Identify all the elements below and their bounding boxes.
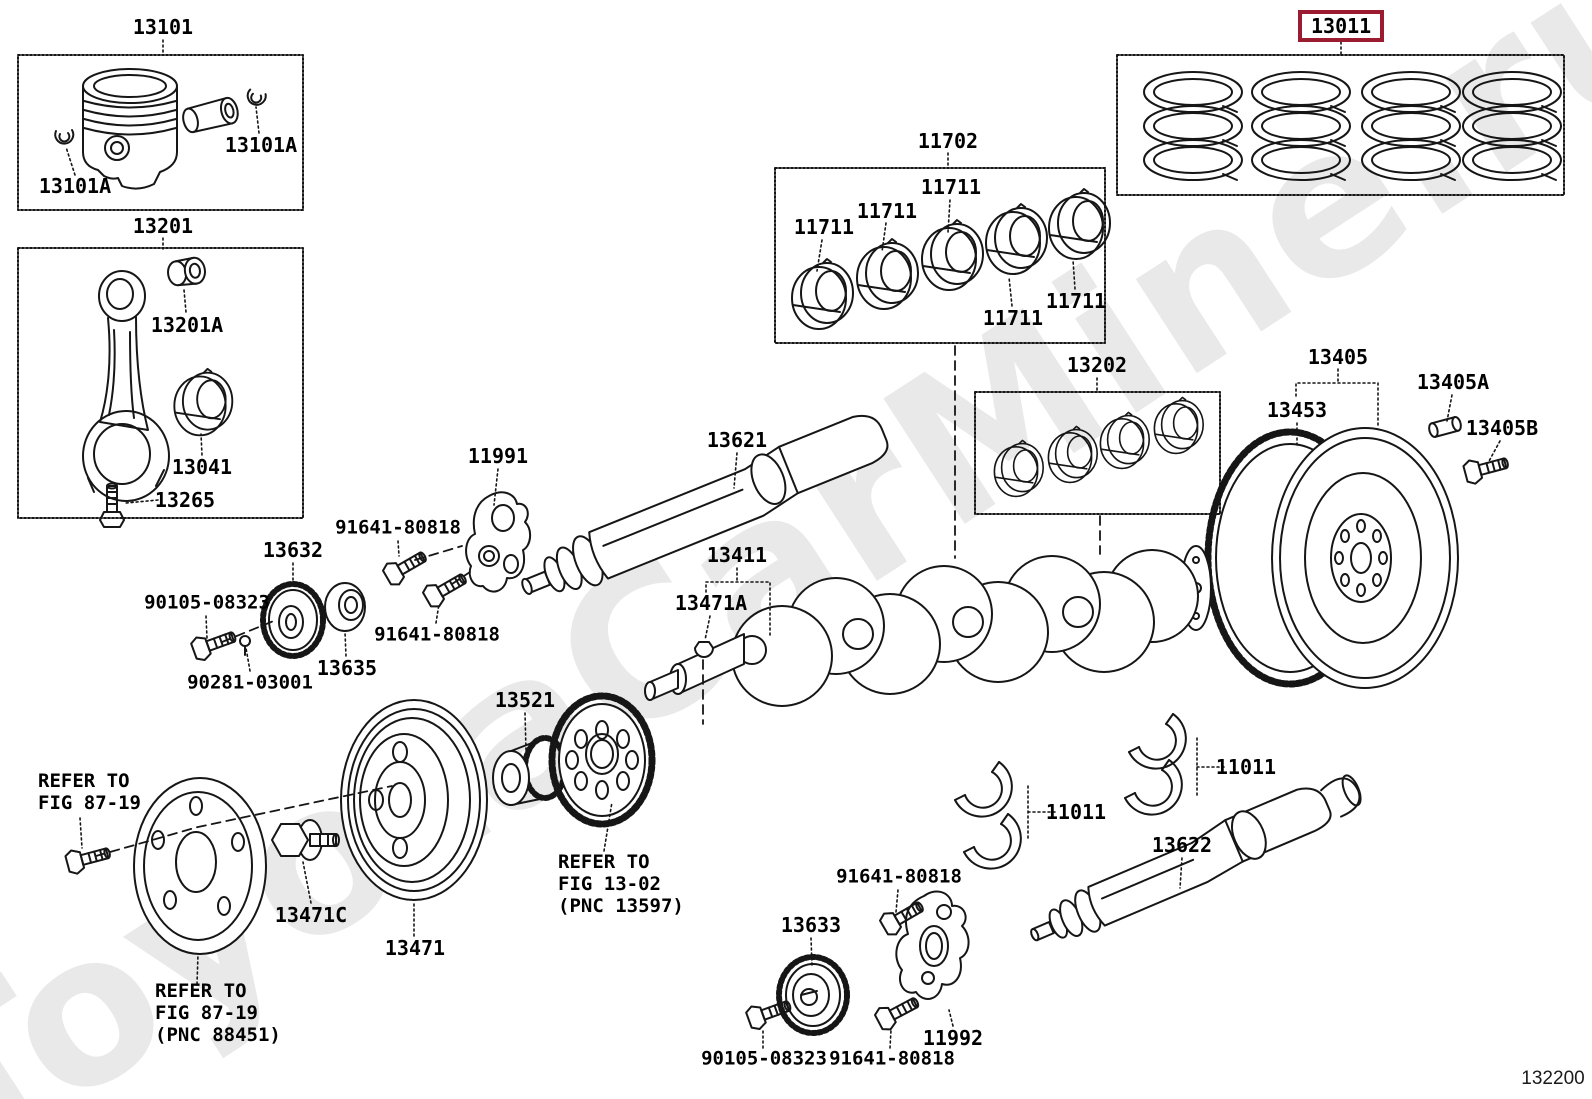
part-label-90105-08323-1: 90105-08323: [144, 591, 270, 614]
part-label-90281-03001: 90281-03001: [187, 671, 313, 694]
crank-pulley-art: [340, 699, 488, 901]
box-rod-bearings: [974, 391, 1221, 515]
part-label-13101a-right: 13101A: [224, 133, 298, 157]
part-label-11711-1: 11711: [793, 215, 855, 239]
figure-number: 132200: [1521, 1068, 1585, 1089]
part-label-91641-80818-3: 91641-80818: [836, 865, 962, 888]
rod-bushing-art: [167, 256, 206, 287]
part-label-13635: 13635: [316, 656, 378, 680]
woodruff-key-art: [694, 641, 714, 658]
part-label-13521: 13521: [494, 688, 556, 712]
piston-art: [82, 68, 178, 190]
part-label-13405b: 13405B: [1465, 416, 1539, 440]
part-label-91641-80818-2: 91641-80818: [374, 623, 500, 646]
timing-gear-art: [492, 735, 568, 806]
crankshaft-art: [644, 545, 1212, 707]
part-label-11711-2: 11711: [856, 199, 918, 223]
part-label-13621: 13621: [706, 428, 768, 452]
box-piston-kit: [17, 54, 304, 211]
box-connecting-rod-kit: [17, 247, 304, 519]
part-label-13471: 13471: [384, 936, 446, 960]
pulley-bolt-art: [271, 819, 340, 861]
part-label-11711-5: 11711: [1045, 289, 1107, 313]
box-main-bearings: [774, 167, 1106, 344]
part-label-90105-08323-2: 90105-08323: [701, 1047, 827, 1070]
part-label-13201a: 13201A: [150, 313, 224, 337]
sprocket-art: [548, 692, 656, 828]
note-refer-fig-87-19: REFER TO FIG 87-19: [38, 770, 141, 814]
part-label-13405: 13405: [1307, 345, 1369, 369]
box-piston-rings: [1116, 54, 1565, 196]
part-label-13633: 13633: [780, 913, 842, 937]
part-label-13622: 13622: [1151, 833, 1213, 857]
aux-pulley-art: [133, 777, 267, 955]
part-label-13471c: 13471C: [274, 903, 348, 927]
part-label-13101: 13101: [132, 15, 194, 39]
drive-gear-art: [260, 581, 326, 659]
part-label-11702: 11702: [917, 129, 979, 153]
part-label-13041: 13041: [171, 455, 233, 479]
part-label-13405a: 13405A: [1416, 370, 1490, 394]
flywheel-pin-art: [1428, 416, 1462, 438]
part-label-11992: 11992: [922, 1026, 984, 1050]
part-label-13453: 13453: [1266, 398, 1328, 422]
retainer1-art: [465, 491, 531, 593]
part-label-11711-3: 11711: [920, 175, 982, 199]
retainer2-art: [895, 890, 970, 1000]
part-label-13632: 13632: [262, 538, 324, 562]
note-refer-fig-87-19-pnc-88451: REFER TO FIG 87-19 (PNC 88451): [155, 980, 281, 1046]
part-label-11011-right: 11011: [1215, 755, 1277, 779]
connecting-rod-art: [82, 270, 170, 502]
piston-pin-art: [182, 96, 239, 134]
part-label-13201: 13201: [132, 214, 194, 238]
driven-gear-art: [776, 954, 850, 1036]
part-label-13011: 13011: [1311, 14, 1372, 38]
part-label-11711-4: 11711: [982, 306, 1044, 330]
part-label-13411: 13411: [706, 543, 768, 567]
part-label-13471a: 13471A: [674, 591, 748, 615]
part-label-11011-left: 11011: [1045, 800, 1107, 824]
flywheel-art: [1271, 427, 1459, 689]
part-label-13265: 13265: [154, 488, 216, 512]
highlighted-part-callout[interactable]: 13011: [1298, 10, 1385, 42]
part-label-91641-80818-1: 91641-80818: [335, 516, 461, 539]
balance-shaft2-art: [1030, 774, 1362, 942]
part-label-91641-80818-4: 91641-80818: [829, 1047, 955, 1070]
gear-spacer-art: [324, 582, 366, 632]
part-label-11991: 11991: [467, 444, 529, 468]
dowel-pin-art: [239, 635, 251, 656]
part-label-13202: 13202: [1066, 353, 1128, 377]
note-refer-fig-13-02-pnc-13597: REFER TO FIG 13-02 (PNC 13597): [558, 851, 684, 917]
part-label-13101a-left: 13101A: [38, 174, 112, 198]
balance-shaft1-art: [521, 414, 889, 595]
